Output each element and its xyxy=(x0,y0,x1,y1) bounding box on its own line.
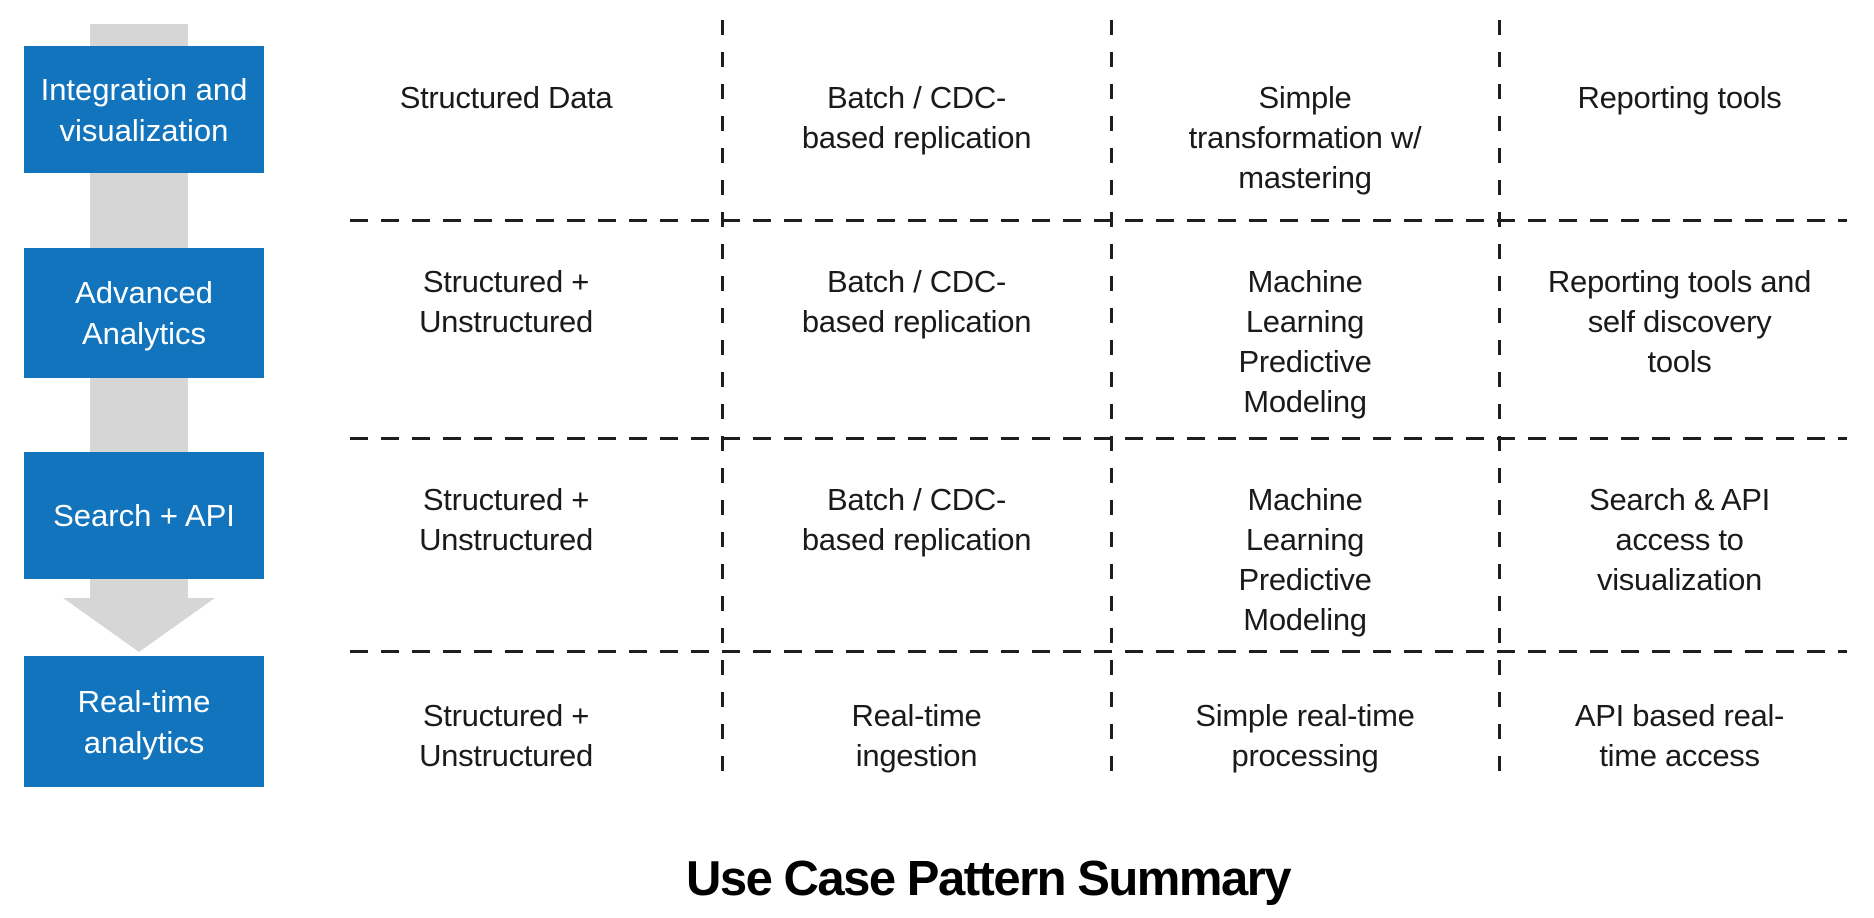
stage-box-integration-and-visualization: Integration and visualization xyxy=(24,46,264,173)
stage-box-search-api: Search + API xyxy=(24,452,264,579)
column-divider xyxy=(1110,20,1113,785)
table-cell: Structured + Unstructured xyxy=(419,264,593,339)
stage-label: Advanced Analytics xyxy=(75,275,213,351)
page-title: Use Case Pattern Summary xyxy=(686,852,1292,906)
table-cell: Reporting tools and self discovery tools xyxy=(1547,264,1812,379)
row-divider xyxy=(350,650,1847,653)
stage-label: Integration and visualization xyxy=(40,71,248,148)
table-cell: Structured Data xyxy=(399,80,613,115)
table-cell: Structured + Unstructured xyxy=(419,698,593,773)
table-cell: Machine Learning Predictive Modeling xyxy=(1238,482,1372,637)
table-cell: Simple transformation w/ mastering xyxy=(1188,80,1422,195)
stage-box-real-time-analytics: Real-time analytics xyxy=(24,656,264,787)
use-case-pattern-table: Structured Data Batch / CDC- based repli… xyxy=(290,20,1860,785)
table-cell: API based real- time access xyxy=(1574,698,1785,773)
row-divider xyxy=(350,437,1847,440)
table-cell: Batch / CDC- based replication xyxy=(801,264,1032,339)
stage-box-advanced-analytics: Advanced Analytics xyxy=(24,248,264,378)
table-cell: Reporting tools xyxy=(1577,80,1782,115)
table-cell: Batch / CDC- based replication xyxy=(801,80,1032,155)
column-divider xyxy=(721,20,724,785)
table-cell: Batch / CDC- based replication xyxy=(801,482,1032,557)
table-cell: Machine Learning Predictive Modeling xyxy=(1238,264,1372,419)
table-cell: Structured + Unstructured xyxy=(419,482,593,557)
stage-label: Search + API xyxy=(53,498,235,533)
table-cell: Simple real-time processing xyxy=(1195,698,1415,773)
table-cell: Search & API access to visualization xyxy=(1589,482,1770,597)
row-divider xyxy=(350,219,1847,222)
down-arrow-head xyxy=(63,598,215,652)
column-divider xyxy=(1498,20,1501,785)
stage-label: Real-time analytics xyxy=(77,683,211,760)
table-cell: Real-time ingestion xyxy=(851,698,982,773)
